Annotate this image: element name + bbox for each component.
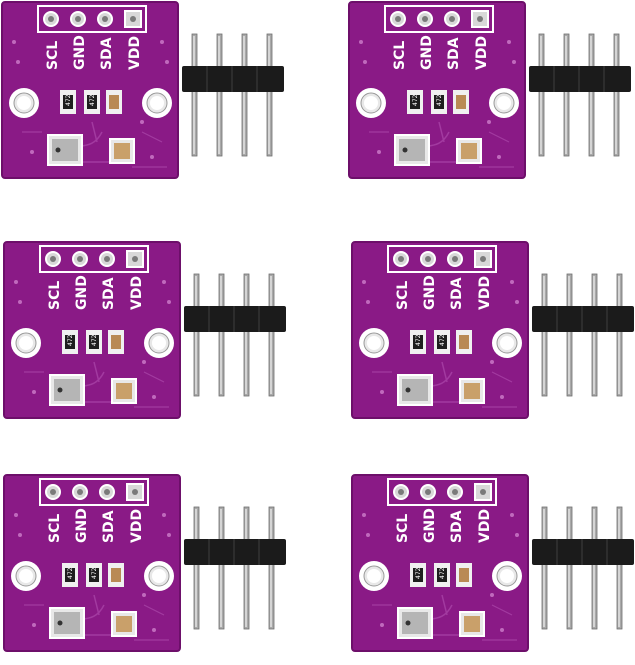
sensor-chip-small [459, 611, 485, 637]
resistor-marking-2: 472 [439, 334, 446, 346]
mounting-hole-left [9, 88, 39, 118]
pin-labels: SCL GND SDA VDD [392, 35, 490, 70]
pin-label-scl: SCL [47, 281, 63, 310]
pin-label-gnd: GND [422, 508, 438, 543]
pin-label-sda: SDA [449, 510, 465, 543]
sensor-module: SCL GND SDA VDD 472 472 [348, 1, 635, 192]
resistor-marking-2: 472 [436, 94, 443, 106]
pin-label-vdd: VDD [129, 509, 145, 543]
pin-labels: SCL GND SDA VDD [45, 35, 143, 70]
mounting-hole-right [489, 88, 519, 118]
pin-label-gnd: GND [419, 35, 435, 70]
resistor-marking-1: 472 [67, 334, 74, 346]
pin-label-scl: SCL [392, 41, 408, 70]
mounting-hole-left [11, 328, 41, 358]
sensor-module: SCL GND SDA VDD 472 472 [3, 474, 304, 665]
mounting-hole-left [359, 328, 389, 358]
header-pads [39, 245, 149, 273]
sensor-chip-large [397, 374, 433, 406]
smd-resistors: 472 472 [62, 330, 124, 354]
pin-label-sda: SDA [449, 277, 465, 310]
board-assembly: SCL GND SDA VDD 472 472 [1, 1, 284, 179]
board-assembly: SCL GND SDA VDD 472 472 [351, 474, 634, 652]
pin-label-vdd: VDD [129, 276, 145, 310]
smd-resistors: 472 472 [410, 330, 472, 354]
mounting-hole-right [492, 561, 522, 591]
mounting-hole-right [142, 88, 172, 118]
pin-header [532, 506, 634, 630]
resistor-marking-1: 472 [415, 567, 422, 579]
board-assembly: SCL GND SDA VDD 472 472 [351, 241, 634, 419]
sensor-chip-small [111, 611, 137, 637]
header-pads [37, 5, 147, 33]
sensor-module: SCL GND SDA VDD 472 472 [351, 474, 635, 665]
mounting-hole-left [356, 88, 386, 118]
sensor-chip-large [49, 374, 85, 406]
header-pads [39, 478, 149, 506]
pin-labels: SCL GND SDA VDD [395, 508, 493, 543]
pin-labels: SCL GND SDA VDD [395, 275, 493, 310]
sensor-chip-large [49, 607, 85, 639]
mounting-hole-right [144, 328, 174, 358]
resistor-marking-2: 472 [439, 567, 446, 579]
mounting-hole-right [144, 561, 174, 591]
sensor-chip-large [47, 134, 83, 166]
resistor-marking-1: 472 [67, 567, 74, 579]
smd-resistors: 472 472 [410, 563, 472, 587]
board-assembly: SCL GND SDA VDD 472 472 [3, 474, 286, 652]
pin-label-gnd: GND [422, 275, 438, 310]
board-assembly: SCL GND SDA VDD 472 472 [3, 241, 286, 419]
pin-label-scl: SCL [395, 514, 411, 543]
resistor-marking-2: 472 [89, 94, 96, 106]
pin-header [184, 506, 286, 630]
pin-label-sda: SDA [99, 37, 115, 70]
mounting-hole-left [11, 561, 41, 591]
pin-label-sda: SDA [446, 37, 462, 70]
sensor-chip-small [459, 378, 485, 404]
pin-label-vdd: VDD [477, 276, 493, 310]
header-pads [387, 245, 497, 273]
resistor-marking-1: 472 [415, 334, 422, 346]
pin-header [184, 273, 286, 397]
pin-labels: SCL GND SDA VDD [47, 508, 145, 543]
pin-label-sda: SDA [101, 277, 117, 310]
smd-resistors: 472 472 [60, 90, 122, 114]
pin-header [182, 33, 284, 157]
pin-label-sda: SDA [101, 510, 117, 543]
pin-label-gnd: GND [74, 508, 90, 543]
pin-label-gnd: GND [72, 35, 88, 70]
pin-label-vdd: VDD [474, 36, 490, 70]
pin-label-vdd: VDD [477, 509, 493, 543]
smd-resistors: 472 472 [62, 563, 124, 587]
sensor-chip-small [111, 378, 137, 404]
sensor-module: SCL GND SDA VDD 472 472 [3, 241, 304, 432]
pin-label-gnd: GND [74, 275, 90, 310]
pin-header [529, 33, 631, 157]
pin-label-scl: SCL [395, 281, 411, 310]
resistor-marking-1: 472 [412, 94, 419, 106]
smd-resistors: 472 472 [407, 90, 469, 114]
mounting-hole-left [359, 561, 389, 591]
header-pads [384, 5, 494, 33]
pin-label-scl: SCL [45, 41, 61, 70]
pin-label-vdd: VDD [127, 36, 143, 70]
sensor-module: SCL GND SDA VDD 472 472 [351, 241, 635, 432]
sensor-chip-large [397, 607, 433, 639]
pin-label-scl: SCL [47, 514, 63, 543]
board-assembly: SCL GND SDA VDD 472 472 [348, 1, 631, 179]
sensor-module: SCL GND SDA VDD 472 472 [1, 1, 302, 192]
pin-header [532, 273, 634, 397]
resistor-marking-1: 472 [65, 94, 72, 106]
header-pads [387, 478, 497, 506]
pin-labels: SCL GND SDA VDD [47, 275, 145, 310]
mounting-hole-right [492, 328, 522, 358]
resistor-marking-2: 472 [91, 334, 98, 346]
resistor-marking-2: 472 [91, 567, 98, 579]
sensor-chip-small [109, 138, 135, 164]
sensor-chip-large [394, 134, 430, 166]
sensor-chip-small [456, 138, 482, 164]
